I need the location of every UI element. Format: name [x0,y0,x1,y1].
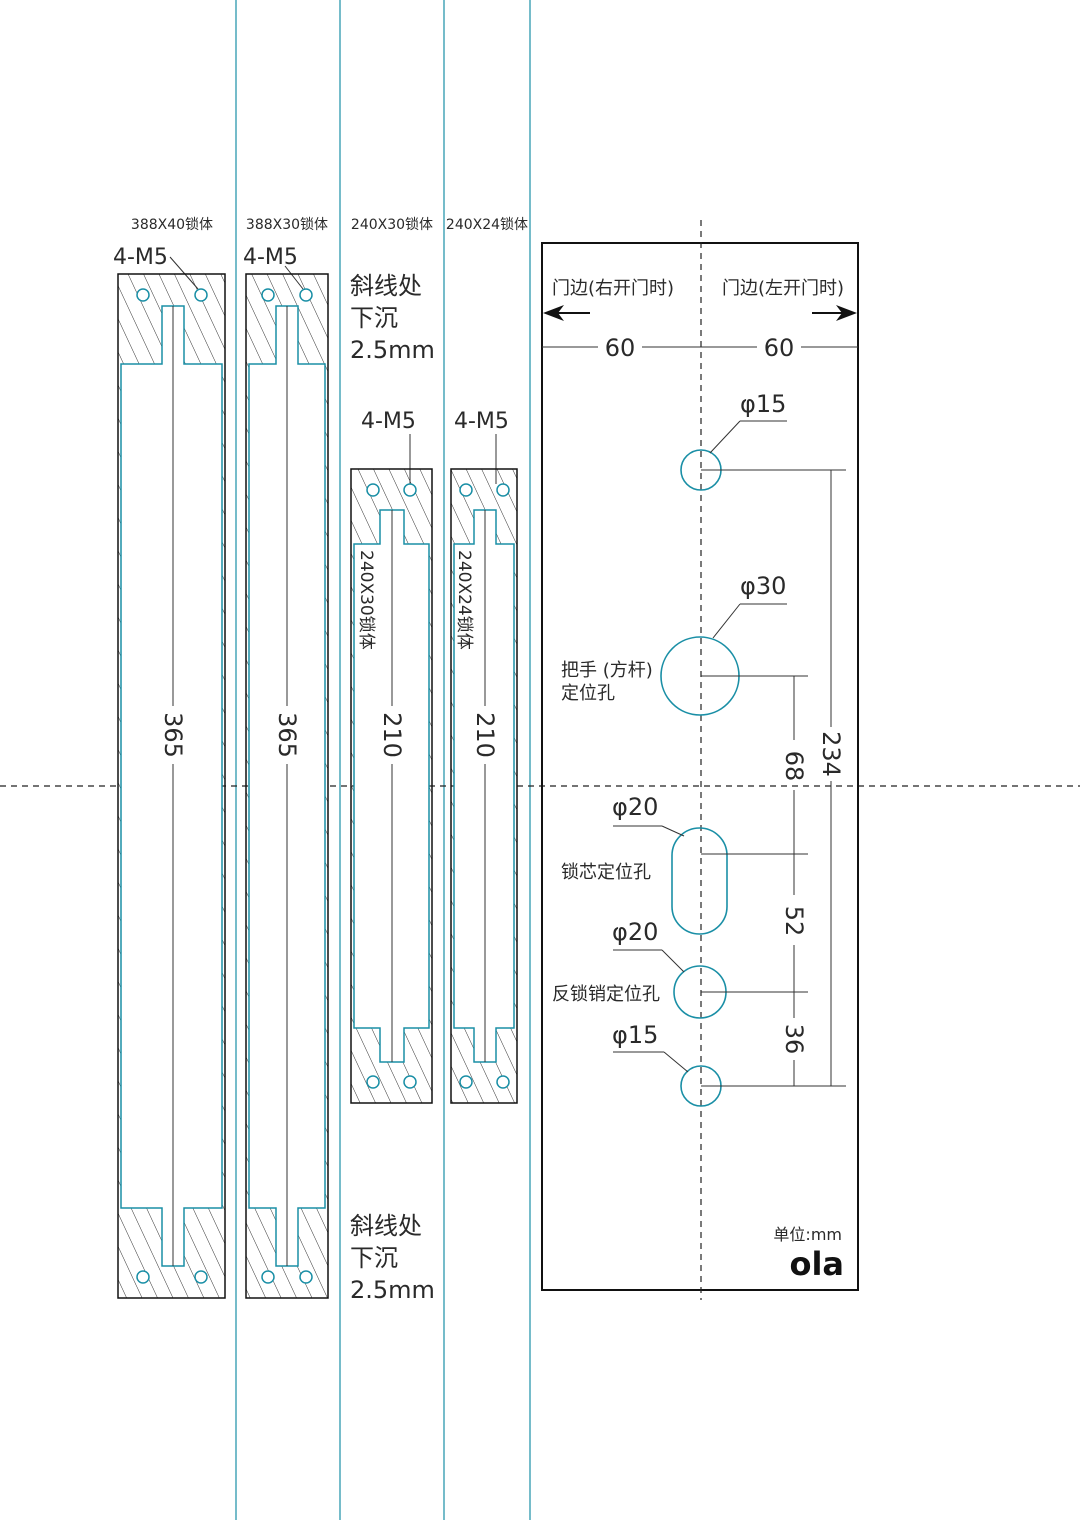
length-dimension: 210 [378,712,406,758]
deadlock-hole-diameter: φ20 [612,918,658,946]
holes-label: 4-M5 [454,409,509,434]
top-hole-diameter: φ15 [740,390,786,418]
cylinder-slot-label: 锁芯定位孔 [561,862,651,883]
handle-to-cylinder-dimension: 68 [780,751,808,782]
cylinder-to-deadlock-dimension: 52 [780,906,808,937]
strip-388x40: 4-M5 365 [113,245,226,1299]
recess-outline [120,305,223,1267]
handle-hole-diameter: φ30 [740,572,786,600]
guide-lines [235,0,531,1520]
deadlock-hole-label: 反锁销定位孔 [552,984,660,1005]
svg-text:斜线处: 斜线处 [350,272,422,300]
handle-hole-label-1: 把手 (方杆) [561,660,653,681]
offset-left-dimension: 60 [605,334,636,362]
deadlock-to-bottom-dimension: 36 [780,1024,808,1055]
strip-240x24: 4-M5 210 240X24锁体 [450,409,518,1104]
cylinder-slot-diameter: φ20 [612,793,658,821]
holes-label: 4-M5 [243,245,298,270]
length-dimension: 210 [471,712,499,758]
edge-left-open-label: 门边(左开门时) [722,278,844,299]
strip-caption-388x40: 388X40锁体 [131,217,213,233]
svg-text:下沉: 下沉 [350,304,398,332]
strip-caption-388x30: 388X30锁体 [246,217,328,233]
door-plate: 门边(右开门时) 门边(左开门时) 60 60 φ15 φ30 把手 (方杆) … [541,220,859,1300]
bottom-hole-diameter: φ15 [612,1021,658,1049]
recess-outline [453,509,515,1063]
strip-caption-240x24: 240X24锁体 [446,217,528,233]
holes-label: 4-M5 [113,245,168,270]
svg-text:下沉: 下沉 [350,1244,398,1272]
inner-label: 240X24锁体 [454,550,474,650]
svg-text:2.5mm: 2.5mm [350,1276,435,1304]
total-height-dimension: 234 [817,731,845,777]
recess-note-bottom: 斜线处 下沉 2.5mm [350,1212,435,1304]
svg-text:2.5mm: 2.5mm [350,336,435,364]
arrow-right-icon [812,305,857,321]
length-dimension: 365 [273,712,301,758]
cylinder-slot [671,827,728,935]
recess-note-top: 斜线处 下沉 2.5mm [350,272,435,364]
edge-right-open-label: 门边(右开门时) [552,278,674,299]
length-dimension: 365 [159,712,187,758]
arrow-left-icon [543,305,590,321]
strip-caption-240x30: 240X30锁体 [351,217,433,233]
brand-logo: ola [789,1245,844,1283]
handle-hole-label-2: 定位孔 [561,683,615,704]
offset-right-dimension: 60 [764,334,795,362]
holes-label: 4-M5 [361,409,416,434]
inner-label: 240X30锁体 [356,550,376,650]
strip-388x30: 4-M5 365 [243,245,329,1299]
unit-label: 单位:mm [773,1225,842,1244]
strip-240x30: 4-M5 210 240X30锁体 [350,409,433,1104]
svg-text:斜线处: 斜线处 [350,1212,422,1240]
